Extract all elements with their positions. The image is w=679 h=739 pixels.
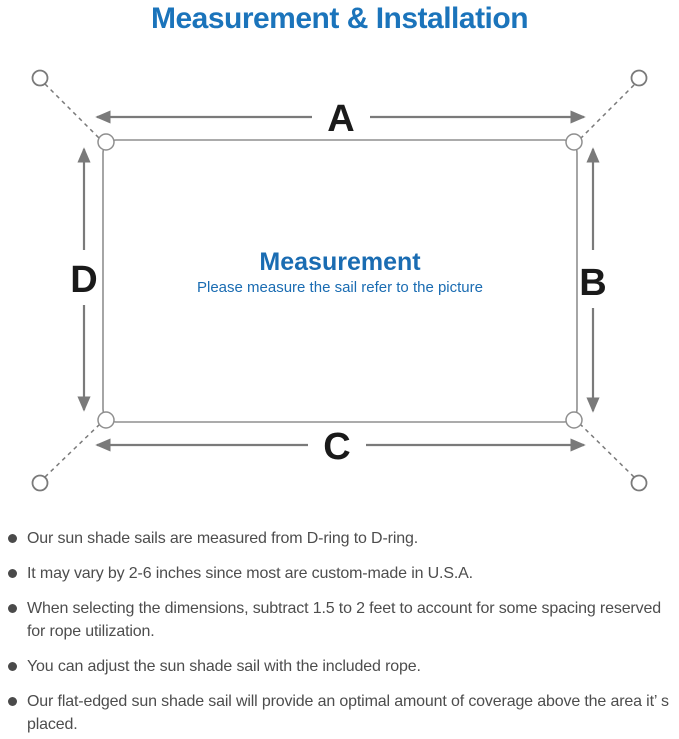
anchor-point-icon [630,474,648,492]
dimension-label-a: A [327,98,354,140]
note-text: It may vary by 2-6 inches since most are… [27,565,473,582]
anchor-point-icon [31,474,49,492]
dimension-label-c: C [323,426,350,468]
list-item: Our flat-edged sun shade sail will provi… [8,690,671,736]
measurement-diagram-svg: A B C D Measurement Please measure the s… [31,69,648,492]
page-title: Measurement & Installation [150,2,529,35]
bullet-dot-icon [8,604,17,613]
note-text: You can adjust the sun shade sail with t… [27,658,421,675]
notes-list: Our sun shade sails are measured from D-… [8,527,671,739]
bullet-dot-icon [8,662,17,671]
rope-line-bottom-left [44,423,101,478]
bullet-dot-icon [8,569,17,578]
dimension-label-d: D [70,259,97,301]
rope-line-bottom-right [579,423,635,478]
dimension-label-b: B [579,262,606,304]
anchor-point-icon [630,69,648,87]
shade-sail-outline [102,139,578,423]
list-item: You can adjust the sun shade sail with t… [8,655,671,678]
list-item: When selecting the dimensions, subtract … [8,597,671,643]
bullet-dot-icon [8,697,17,706]
bullet-dot-icon [8,534,17,543]
d-ring-icon [97,133,115,151]
list-item: It may vary by 2-6 inches since most are… [8,562,671,585]
diagram-center-subtitle: Please measure the sail refer to the pic… [197,279,483,296]
note-text: Our sun shade sails are measured from D-… [27,530,419,547]
d-ring-icon [97,411,115,429]
anchor-point-icon [31,69,49,87]
note-text: When selecting the dimensions, subtract … [27,600,661,640]
rope-line-top-right [579,84,635,140]
d-ring-icon [565,133,583,151]
note-text: Our flat-edged sun shade sail will provi… [27,693,669,733]
diagram-center-title: Measurement [259,248,421,276]
rope-line-top-left [44,83,101,140]
d-ring-icon [565,411,583,429]
list-item: Our sun shade sails are measured from D-… [8,527,671,550]
